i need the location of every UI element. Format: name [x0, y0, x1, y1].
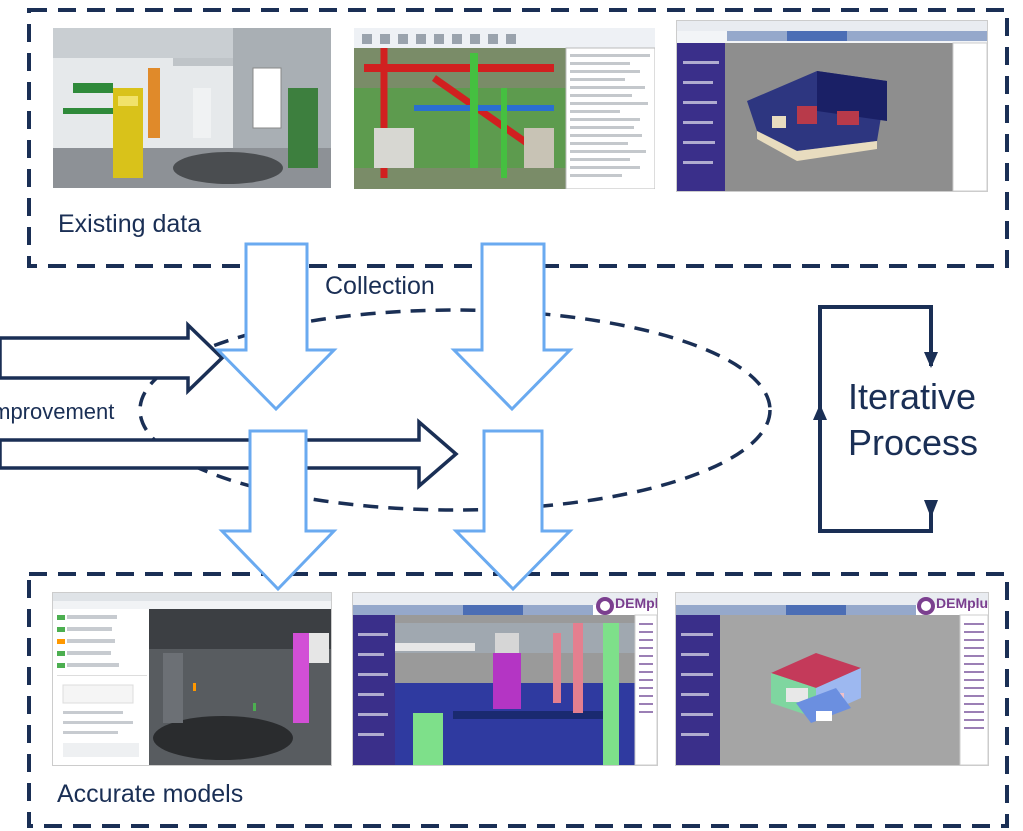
collection-ellipse: [138, 308, 772, 512]
thumbnail-demplus-building: DEMplus: [675, 592, 989, 766]
collection-arrow-left-bottom: [218, 429, 338, 592]
improvement-label: Improvement: [0, 399, 115, 424]
demplus-logo-1: DEMplus: [615, 595, 658, 611]
thumbnail-plant-interior: [53, 28, 331, 188]
demplus-logo-2: DEMplus: [936, 595, 989, 611]
collection-arrow-right-top: [450, 242, 574, 412]
improvement-arrow-upper: [0, 320, 225, 396]
improvement-arrow-lower: [0, 418, 459, 490]
iterative-label: Iterative: [848, 376, 977, 417]
loop-arrowhead-down-top: [924, 352, 938, 368]
iterative-loop: [813, 305, 938, 533]
thumbnail-building-viewer: [676, 20, 988, 192]
loop-arrowhead-up-left: [813, 404, 827, 420]
accurate-models-label: Accurate models: [57, 780, 244, 808]
thumbnail-bim-piping: [354, 28, 655, 189]
accurate-models-box: [27, 572, 1009, 828]
loop-arrowhead-down-bottom: [924, 500, 938, 518]
thumbnail-plant-annotation: [52, 592, 332, 766]
collection-arrow-left-top: [214, 242, 338, 412]
existing-data-label: Existing data: [58, 210, 202, 238]
collection-arrow-right-bottom: [452, 429, 574, 592]
thumbnail-demplus-equipment: DEMplus: [352, 592, 658, 766]
collection-label: Collection: [325, 272, 435, 300]
process-label: Process: [848, 422, 979, 463]
